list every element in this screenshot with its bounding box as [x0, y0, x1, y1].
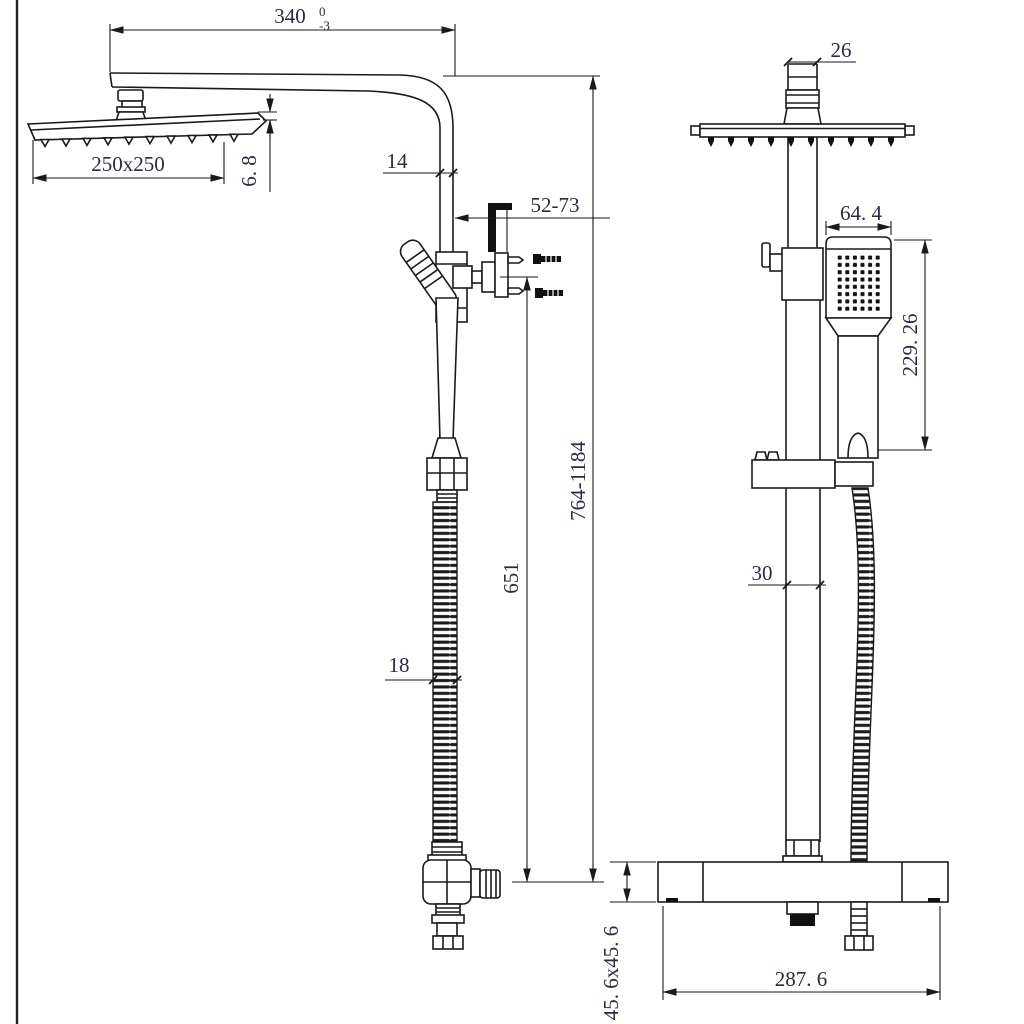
head-nozzles-front: [708, 137, 894, 147]
shower-hose-side: [432, 501, 458, 845]
dim-label-riser-width: 30: [752, 561, 773, 585]
shower-hose-front: [850, 487, 876, 863]
thermostatic-valve-front: [657, 839, 949, 951]
dim-label-lower-height: 651: [499, 562, 523, 594]
dim-label-head-thickness: 6. 8: [237, 155, 261, 187]
hand-shower-side: [399, 239, 468, 503]
dim-top-pipe-width: 26: [783, 38, 856, 67]
dim-label-wall-offset: 52-73: [531, 193, 580, 217]
valve-outlet: [786, 901, 819, 915]
handset-spray-face: [836, 254, 881, 312]
dim-label-hose-diameter: 18: [389, 653, 410, 677]
allen-key: [488, 203, 512, 252]
wall-bracket: [452, 203, 525, 298]
front-view: 26 64. 4 229. 26 30: [599, 38, 949, 1021]
dim-hose-diameter: 18: [385, 653, 462, 685]
hand-shower-front: [824, 236, 893, 459]
handset-handle-front: [837, 335, 879, 459]
handle-arch: [847, 432, 869, 459]
riser-pipe-top-front: [783, 63, 822, 250]
dim-label-arm-reach: 340: [274, 4, 306, 28]
dim-valve-section: 45. 6x45. 6: [599, 861, 656, 1021]
dim-overall-height: 764-1184: [443, 75, 600, 883]
slider-bracket-front: [751, 451, 874, 489]
mounting-screws: [533, 254, 563, 298]
dim-wall-offset: 52-73: [454, 193, 610, 252]
dim-label-arm-reach-tol-lower: -3: [319, 18, 330, 33]
slider-housing-front: [781, 247, 824, 301]
bracket-pin-top: [507, 256, 525, 264]
diverter-knob-side: [479, 869, 501, 899]
dim-label-valve-section: 45. 6x45. 6: [599, 926, 623, 1021]
diverter-knob-front: [761, 242, 784, 272]
dim-label-head-size: 250x250: [91, 152, 165, 176]
bracket-pin-bottom: [507, 287, 525, 295]
screw-bottom: [535, 288, 563, 298]
diverter-valve-side: [422, 841, 501, 950]
dim-arm-reach: 340 0 -3: [109, 4, 456, 76]
dim-label-handset-width: 64. 4: [840, 201, 883, 225]
dim-arm-pipe-width: 14: [383, 149, 458, 178]
dim-label-top-pipe-width: 26: [831, 38, 852, 62]
rain-shower-head-side: [26, 112, 268, 149]
rain-shower-head-front: [690, 123, 915, 147]
riser-pipe-lower-front: [785, 300, 821, 842]
dim-label-handset-length: 229. 26: [898, 314, 922, 377]
head-nozzles-side: [39, 133, 240, 149]
dim-head-thickness: 6. 8: [237, 94, 277, 192]
dim-lower-height: 651: [499, 276, 538, 883]
dim-label-arm-reach-tol-upper: 0: [319, 4, 326, 19]
dim-label-valve-width: 287. 6: [775, 967, 828, 991]
dim-label-overall-height: 764-1184: [566, 441, 590, 521]
handset-handle-side: [435, 297, 459, 441]
dim-valve-width: 287. 6: [662, 906, 941, 1000]
shower-arm: [109, 72, 454, 129]
dim-label-arm-pipe-width: 14: [387, 149, 409, 173]
screw-top: [533, 254, 561, 264]
dim-handset-width: 64. 4: [825, 201, 892, 235]
dim-head-size: 250x250: [32, 140, 225, 184]
dim-riser-width: 30: [748, 561, 826, 590]
hose-nut-side: [426, 457, 468, 491]
dim-handset-length: 229. 26: [877, 239, 932, 451]
side-view: 340 0 -3 250x250 6. 8 14: [26, 4, 610, 950]
hose-connector-bottom: [844, 901, 874, 951]
